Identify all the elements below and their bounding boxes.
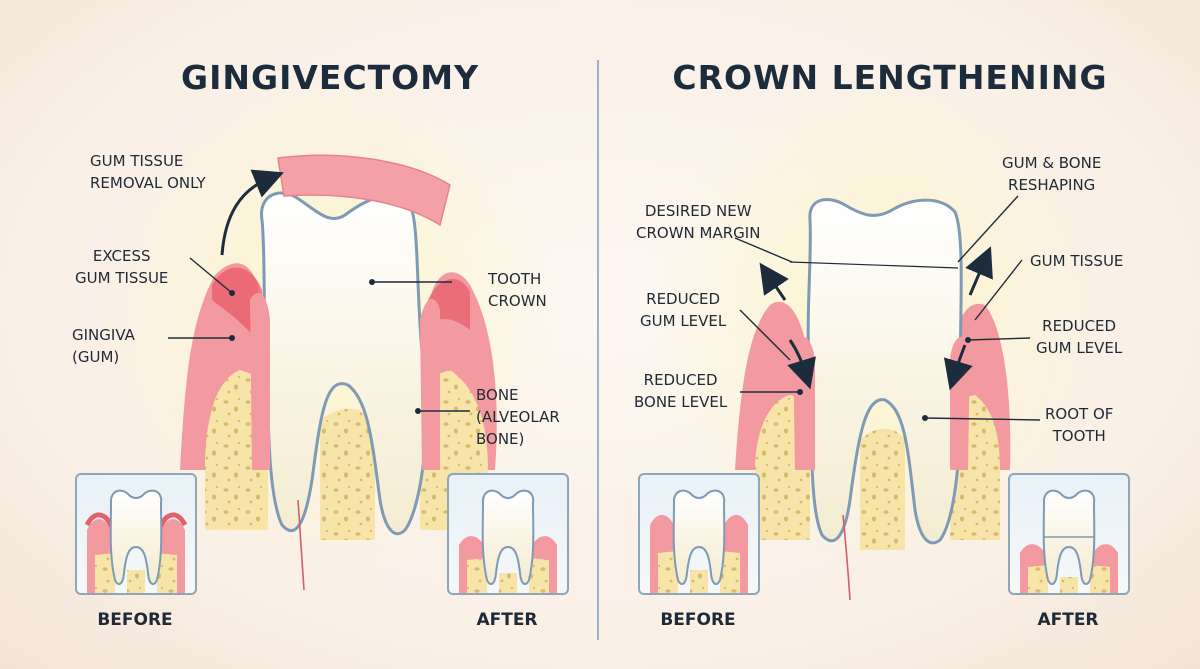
label-reduced-gum-level-right: REDUCED GUM LEVEL [1036, 317, 1123, 357]
label-excess-gum-tissue: EXCESS GUM TISSUE [75, 247, 169, 287]
label-gum-bone-reshaping: GUM & BONE RESHAPING [1002, 154, 1102, 194]
caption-left-before: BEFORE [97, 610, 173, 630]
leader-gum-tissue [974, 259, 1023, 321]
thumb-right-after [1008, 473, 1130, 595]
leader-desired-margin [734, 237, 793, 263]
caption-left-after: AFTER [476, 610, 538, 630]
right-arrow-down-left [787, 339, 816, 390]
leader-lines [168, 195, 1041, 421]
dot-excess-gum [229, 290, 235, 296]
thumb-right-before [638, 473, 760, 595]
label-reduced-gum-level-left: REDUCED GUM LEVEL [640, 290, 727, 330]
label-gum-removal-only: GUM TISSUE REMOVAL ONLY [90, 152, 206, 192]
label-root-of-tooth: ROOT OF TOOTH [1045, 405, 1114, 445]
right-arrow-down-right [943, 344, 973, 391]
leader-root [924, 417, 1041, 421]
label-desired-crown-margin: DESIRED NEW CROWN MARGIN [636, 202, 761, 242]
dot-tooth-crown [369, 279, 375, 285]
leader-gum-bone-reshaping [957, 195, 1019, 263]
label-bone: BONE (ALVEOLAR BONE) [476, 386, 560, 448]
thumb-right-after-art [1020, 489, 1118, 593]
label-reduced-bone-level: REDUCED BONE LEVEL [634, 371, 728, 411]
left-alveolar-bone [205, 370, 488, 540]
right-root-nerve [842, 514, 851, 601]
left-tooth [260, 191, 428, 536]
right-arrow-gum-right [965, 246, 993, 296]
dot-reduced-bone [797, 389, 803, 395]
leader-reduced-gum-left [739, 309, 791, 361]
leader-excess-gum [189, 257, 233, 294]
right-gum-front [793, 336, 815, 470]
thumb-left-after-art [459, 489, 557, 593]
dot-gingiva [229, 335, 235, 341]
label-gingiva: GINGIVA (GUM) [72, 326, 135, 366]
right-tooth [806, 198, 963, 545]
left-removed-gum-strip [277, 154, 451, 227]
thumb-left-before-art [84, 489, 188, 593]
thumb-left-after [447, 473, 569, 595]
caption-right-before: BEFORE [660, 610, 736, 630]
thumb-left-before [75, 473, 197, 595]
left-gum-front-right [420, 298, 440, 470]
caption-right-after: AFTER [1037, 610, 1099, 630]
right-desired-margin-line [789, 261, 959, 269]
left-root-nerve [297, 499, 305, 591]
left-gum-front [250, 292, 270, 470]
dot-root [922, 415, 928, 421]
right-arrow-up-left [759, 262, 789, 301]
right-alveolar-bone [755, 395, 1000, 550]
dot-bone [415, 408, 421, 414]
label-gum-tissue: GUM TISSUE [1030, 252, 1124, 270]
thumb-right-before-art [650, 489, 748, 593]
right-main-illustration [735, 198, 1011, 601]
title-crown-lengthening: CROWN LENGTHENING [672, 58, 1108, 97]
label-tooth-crown: TOOTH CROWN [488, 270, 547, 310]
dot-reduced-gum-right [965, 337, 971, 343]
title-gingivectomy: GINGIVECTOMY [181, 58, 479, 97]
left-removal-arrow [220, 169, 284, 256]
leader-reduced-gum-right [967, 337, 1031, 341]
